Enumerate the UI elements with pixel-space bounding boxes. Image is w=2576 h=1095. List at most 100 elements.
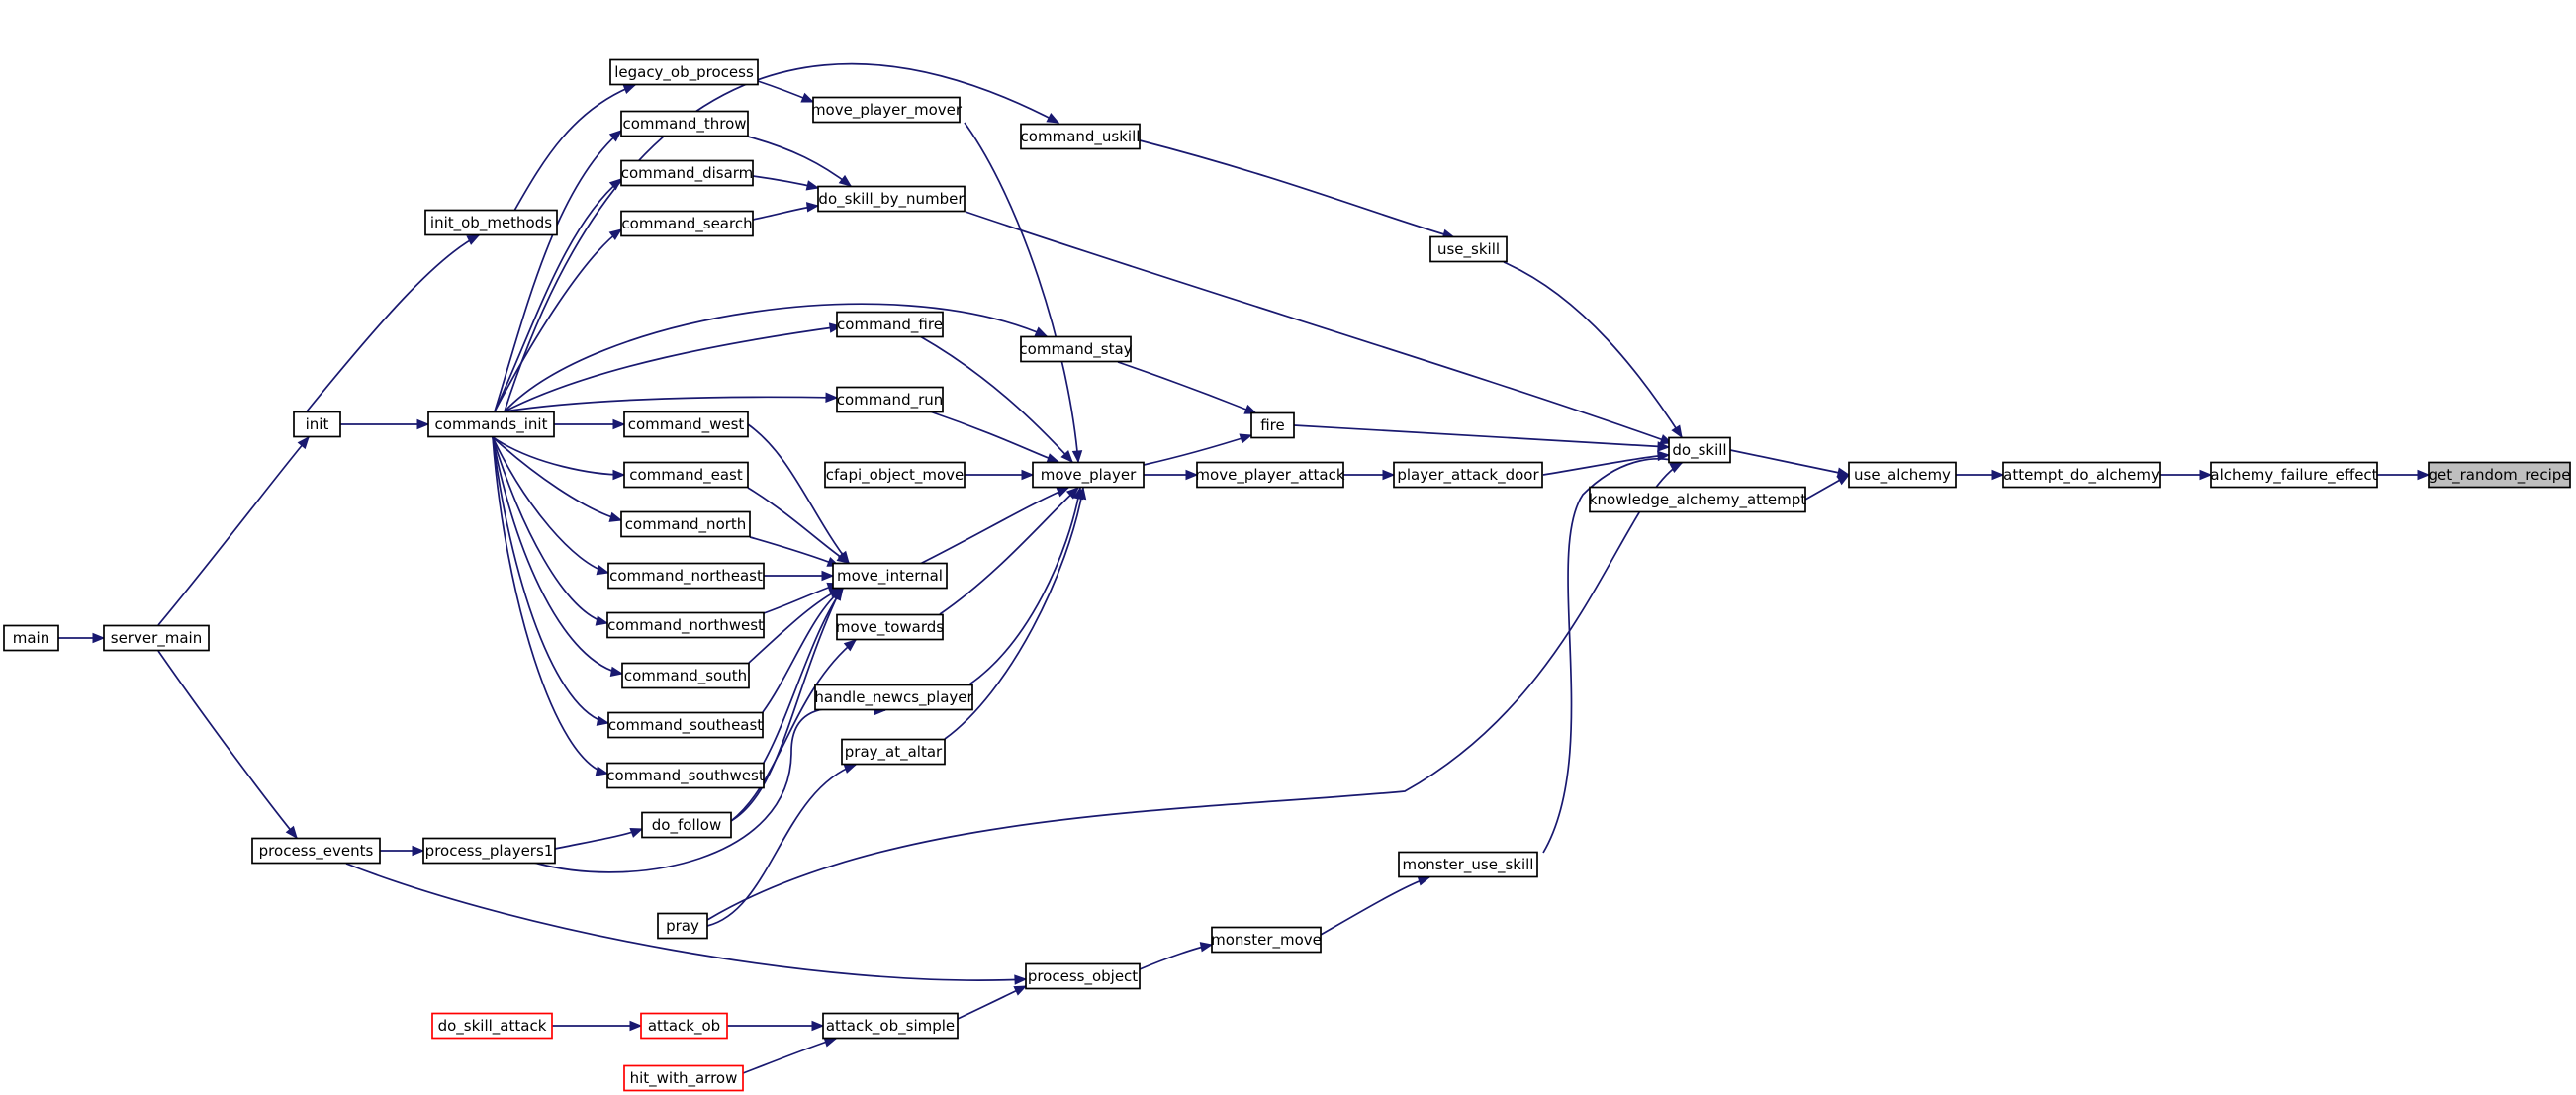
node-command-northwest[interactable]: command_northwest: [606, 611, 765, 639]
node-pray-at-altar[interactable]: pray_at_altar: [841, 738, 946, 766]
node-command-disarm[interactable]: command_disarm: [620, 159, 754, 187]
node-move-towards[interactable]: move_towards: [836, 613, 944, 641]
node-box[interactable]: [832, 562, 948, 590]
node-pray[interactable]: pray: [657, 912, 708, 940]
node-box[interactable]: [1020, 335, 1132, 363]
node-box[interactable]: [1250, 411, 1295, 439]
node-process-events[interactable]: process_events: [251, 837, 381, 865]
node-box[interactable]: [3, 624, 59, 652]
node-legacy-ob-process[interactable]: legacy_ob_process: [609, 58, 759, 86]
node-box[interactable]: [1393, 461, 1543, 489]
node-box[interactable]: [1025, 962, 1141, 990]
node-box[interactable]: [620, 210, 754, 237]
node-do-skill-by-number[interactable]: do_skill_by_number: [817, 185, 966, 213]
node-process-object[interactable]: process_object: [1025, 962, 1141, 990]
node-box[interactable]: [422, 837, 556, 865]
node-process-players1[interactable]: process_players1: [422, 837, 556, 865]
node-do-skill[interactable]: do_skill: [1668, 436, 1731, 464]
node-move-internal[interactable]: move_internal: [832, 562, 948, 590]
node-box[interactable]: [607, 711, 764, 739]
node-box[interactable]: [2002, 461, 2161, 489]
node-box[interactable]: [824, 461, 966, 489]
node-commands-init[interactable]: commands_init: [427, 411, 555, 438]
node-box[interactable]: [1589, 486, 1806, 513]
node-box[interactable]: [836, 613, 944, 641]
node-use-alchemy[interactable]: use_alchemy: [1848, 461, 1957, 489]
node-monster-move[interactable]: monster_move: [1211, 926, 1322, 954]
node-cfapi-object-move[interactable]: cfapi_object_move: [824, 461, 966, 489]
node-box[interactable]: [103, 624, 210, 652]
node-init[interactable]: init: [293, 411, 341, 438]
node-box[interactable]: [606, 611, 765, 639]
node-box[interactable]: [293, 411, 341, 438]
node-handle-newcs-player[interactable]: handle_newcs_player: [814, 684, 974, 711]
node-init-ob-methods[interactable]: init_ob_methods: [424, 209, 558, 236]
node-box[interactable]: [1020, 123, 1141, 150]
node-box[interactable]: [623, 461, 749, 489]
node-command-north[interactable]: command_north: [620, 510, 751, 538]
node-box[interactable]: [1848, 461, 1957, 489]
node-do-skill-attack[interactable]: do_skill_attack: [431, 1012, 553, 1040]
node-box[interactable]: [814, 684, 973, 711]
node-do-follow[interactable]: do_follow: [641, 811, 732, 839]
node-main[interactable]: main: [3, 624, 59, 652]
node-box[interactable]: [640, 1012, 728, 1040]
node-box[interactable]: [606, 762, 765, 789]
node-command-run[interactable]: command_run: [836, 386, 944, 413]
node-box[interactable]: [1211, 926, 1322, 954]
node-command-southwest[interactable]: command_southwest: [606, 762, 765, 789]
node-box[interactable]: [817, 185, 966, 213]
node-box[interactable]: [822, 1012, 959, 1040]
node-server-main[interactable]: server_main: [103, 624, 210, 652]
node-box[interactable]: [607, 562, 765, 590]
node-command-east[interactable]: command_east: [623, 461, 749, 489]
node-box[interactable]: [1032, 461, 1145, 489]
node-box[interactable]: [620, 159, 754, 187]
node-box[interactable]: [657, 912, 708, 940]
node-command-search[interactable]: command_search: [620, 210, 754, 237]
node-box[interactable]: [251, 837, 381, 865]
node-command-stay[interactable]: command_stay: [1019, 335, 1133, 363]
node-use-skill[interactable]: use_skill: [1429, 235, 1508, 263]
node-attempt-do-alchemy[interactable]: attempt_do_alchemy: [2002, 461, 2161, 489]
node-monster-use-skill[interactable]: monster_use_skill: [1398, 851, 1538, 878]
node-box[interactable]: [836, 311, 944, 338]
node-box[interactable]: [623, 411, 749, 438]
node-box[interactable]: [620, 510, 751, 538]
node-command-fire[interactable]: command_fire: [836, 311, 944, 338]
node-box[interactable]: [836, 386, 944, 413]
node-box[interactable]: [609, 58, 759, 86]
node-hit-with-arrow[interactable]: hit_with_arrow: [623, 1064, 744, 1092]
node-attack-ob[interactable]: attack_ob: [640, 1012, 728, 1040]
node-player-attack-door[interactable]: player_attack_door: [1393, 461, 1543, 489]
node-command-uskill[interactable]: command_uskill: [1020, 123, 1141, 150]
node-box[interactable]: [1668, 436, 1731, 464]
node-move-player-attack[interactable]: move_player_attack: [1195, 461, 1345, 489]
node-command-southeast[interactable]: command_southeast: [607, 711, 764, 739]
node-box[interactable]: [1196, 461, 1344, 489]
node-move-player-mover[interactable]: move_player_mover: [811, 96, 963, 124]
node-box[interactable]: [1429, 235, 1508, 263]
node-alchemy-failure-effect[interactable]: alchemy_failure_effect: [2210, 461, 2378, 489]
node-command-throw[interactable]: command_throw: [620, 110, 749, 137]
node-box[interactable]: [620, 110, 749, 137]
node-box[interactable]: [841, 738, 946, 766]
node-fire[interactable]: fire: [1250, 411, 1295, 439]
node-box[interactable]: [2210, 461, 2378, 489]
node-knowledge-alchemy-attempt[interactable]: knowledge_alchemy_attempt: [1589, 486, 1806, 513]
node-command-northeast[interactable]: command_northeast: [607, 562, 765, 590]
node-box[interactable]: [641, 811, 732, 839]
node-box[interactable]: [1398, 851, 1538, 878]
node-move-player[interactable]: move_player: [1032, 461, 1145, 489]
node-attack-ob-simple[interactable]: attack_ob_simple: [822, 1012, 959, 1040]
node-box[interactable]: [431, 1012, 553, 1040]
node-command-south[interactable]: command_south: [621, 662, 750, 689]
node-command-west[interactable]: command_west: [623, 411, 749, 438]
node-box[interactable]: [2428, 461, 2571, 489]
node-get-random-recipe[interactable]: get_random_recipe: [2428, 461, 2571, 489]
node-box[interactable]: [427, 411, 555, 438]
node-box[interactable]: [424, 209, 558, 236]
node-box[interactable]: [621, 662, 750, 689]
node-box[interactable]: [623, 1064, 744, 1092]
node-box[interactable]: [812, 96, 961, 124]
